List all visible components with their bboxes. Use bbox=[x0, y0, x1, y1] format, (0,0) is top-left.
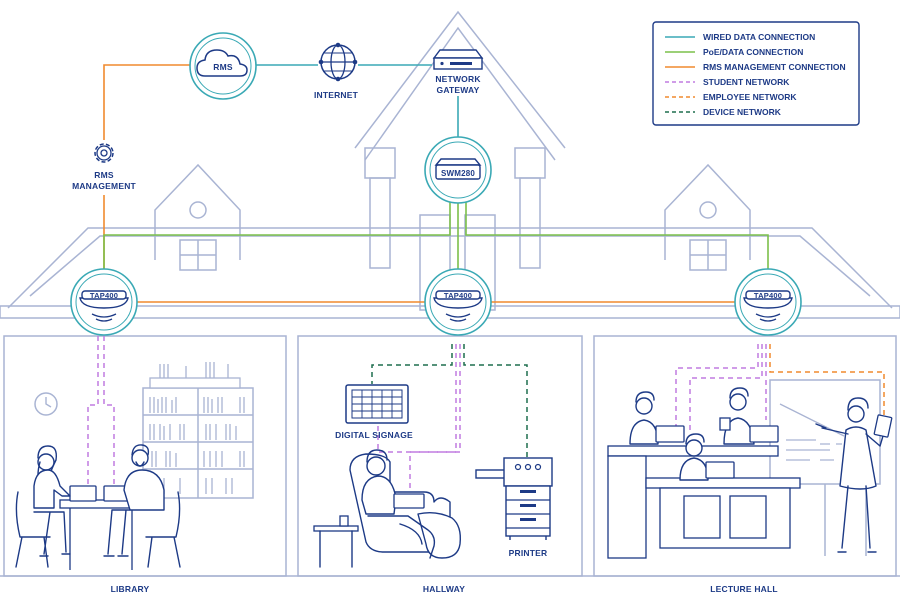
legend-label-2: RMS MANAGEMENT CONNECTION bbox=[703, 62, 846, 72]
wifi-icon bbox=[91, 313, 117, 322]
teacher-figure bbox=[815, 397, 893, 553]
hallway-person-figure bbox=[361, 449, 436, 559]
gateway-label-line2: GATEWAY bbox=[437, 85, 480, 95]
hallway-room: DIGITAL SIGNAGE bbox=[313, 384, 553, 594]
lecture-student-back-right bbox=[719, 387, 779, 445]
ap-right-label: TAP400 bbox=[754, 291, 782, 300]
room-label-lecture: LECTURE HALL bbox=[710, 584, 778, 594]
room-label-library: LIBRARY bbox=[111, 584, 150, 594]
device-link-printer bbox=[463, 344, 528, 458]
ap-center-label: TAP400 bbox=[444, 291, 472, 300]
legend-label-5: DEVICE NETWORK bbox=[703, 107, 782, 117]
student-link-library-a bbox=[87, 336, 99, 488]
bookshelf bbox=[142, 362, 254, 499]
internet-label: INTERNET bbox=[314, 90, 359, 100]
lecture-student-back-left bbox=[629, 391, 685, 445]
rms-management-node[interactable]: RMS MANAGEMENT bbox=[72, 143, 136, 191]
switch-node[interactable]: SWM280 bbox=[424, 136, 492, 204]
printer-icon bbox=[475, 457, 553, 540]
ap-left-label: TAP400 bbox=[90, 291, 118, 300]
internet-node[interactable]: INTERNET bbox=[314, 42, 359, 100]
router-icon bbox=[432, 49, 484, 70]
rms-mgmt-label-line1: RMS bbox=[94, 170, 114, 180]
legend-label-3: STUDENT NETWORK bbox=[703, 77, 790, 87]
gateway-node[interactable]: NETWORK GATEWAY bbox=[432, 49, 484, 95]
switch-icon bbox=[434, 158, 482, 166]
student-link-hallway bbox=[409, 344, 461, 490]
lecture-laptop-c bbox=[705, 461, 735, 479]
legend-label-4: EMPLOYEE NETWORK bbox=[703, 92, 797, 102]
globe-icon bbox=[318, 42, 358, 82]
printer-device[interactable]: PRINTER bbox=[475, 457, 553, 558]
hallway-laptop bbox=[393, 493, 425, 509]
cloud-icon bbox=[196, 49, 248, 77]
tablet-icon bbox=[873, 414, 893, 438]
legend-label-0: WIRED DATA CONNECTION bbox=[703, 32, 815, 42]
poe-link-right bbox=[465, 202, 769, 272]
ap-right-node[interactable]: TAP400 bbox=[734, 268, 802, 336]
gear-icon bbox=[94, 143, 114, 163]
student-right-figure bbox=[103, 444, 165, 557]
library-room: LIBRARY bbox=[15, 362, 254, 594]
legend: WIRED DATA CONNECTION PoE/DATA CONNECTIO… bbox=[652, 21, 860, 126]
lecture-laptop-a bbox=[655, 425, 685, 443]
lecture-laptop-b bbox=[749, 425, 779, 443]
rms-label: RMS bbox=[213, 62, 233, 72]
wifi-icon bbox=[755, 313, 781, 322]
clock-icon bbox=[34, 392, 58, 416]
poe-link-left bbox=[103, 202, 451, 272]
signage-screen-icon bbox=[345, 384, 409, 424]
employee-link-lecture bbox=[769, 344, 885, 418]
student-link-lecture-a bbox=[675, 344, 759, 428]
connections bbox=[87, 64, 885, 490]
rms-node[interactable]: RMS bbox=[189, 32, 257, 100]
student-left-figure bbox=[33, 445, 71, 557]
signage-label: DIGITAL SIGNAGE bbox=[335, 430, 413, 440]
rms-mgmt-link bbox=[103, 64, 190, 140]
digital-signage-device[interactable]: DIGITAL SIGNAGE bbox=[335, 384, 413, 440]
gateway-label-line1: NETWORK bbox=[435, 74, 481, 84]
room-label-hallway: HALLWAY bbox=[423, 584, 465, 594]
legend-label-1: PoE/DATA CONNECTION bbox=[703, 47, 803, 57]
printer-label: PRINTER bbox=[509, 548, 548, 558]
device-link-signage bbox=[371, 344, 453, 384]
lecture-student-front bbox=[679, 433, 735, 481]
rms-mgmt-label-line2: MANAGEMENT bbox=[72, 181, 136, 191]
student-link-library-b bbox=[103, 336, 115, 488]
ap-left-node[interactable]: TAP400 bbox=[70, 268, 138, 336]
lecture-hall-room: LECTURE HALL bbox=[607, 379, 893, 594]
switch-label: SWM280 bbox=[441, 169, 475, 178]
ap-center-node[interactable]: TAP400 bbox=[424, 268, 492, 336]
student-link-lecture-b bbox=[689, 344, 763, 430]
wifi-icon bbox=[445, 313, 471, 322]
